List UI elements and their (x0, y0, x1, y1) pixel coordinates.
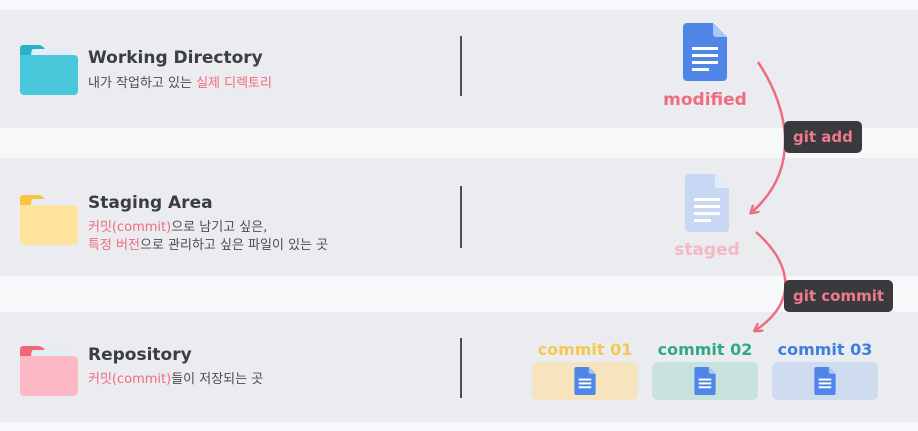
description-line: 커밋(commit)으로 남기고 싶은, (88, 219, 328, 237)
working-directory-title: Working Directory (88, 48, 263, 68)
staging-area-description: 커밋(commit)으로 남기고 싶은,특정 버전으로 관리하고 싶은 파일이 … (88, 219, 328, 255)
working-directory-band (0, 10, 918, 128)
divider (460, 186, 462, 248)
highlighted-text: 특정 버전 (88, 238, 140, 253)
highlighted-text: 실제 디렉토리 (196, 76, 272, 91)
description-line: 특정 버전으로 관리하고 싶은 파일이 있는 곳 (88, 237, 328, 255)
modified-label: modified (663, 90, 747, 110)
repository-band (0, 312, 918, 422)
repository-description: 커밋(commit)들이 저장되는 곳 (88, 371, 263, 389)
commit-01-label: commit 01 (537, 340, 633, 359)
divider (460, 36, 462, 96)
document-staged-icon (685, 174, 729, 232)
commit-02-document-icon (694, 367, 716, 395)
folder-cyan-icon (20, 45, 78, 95)
description-line: 커밋(commit)들이 저장되는 곳 (88, 371, 263, 389)
staged-label: staged (674, 240, 740, 260)
description-text: 으로 관리하고 싶은 파일이 있는 곳 (139, 238, 329, 253)
commit-03-document-icon (814, 367, 836, 395)
description-text: 들이 저장되는 곳 (171, 372, 264, 387)
document-modified-icon (683, 23, 727, 81)
folder-pink-icon (20, 346, 78, 396)
description-line: 내가 작업하고 있는 실제 디렉토리 (88, 75, 272, 93)
git-commit-label: git commit (784, 280, 894, 312)
git-commit-arrow (756, 231, 787, 330)
git-add-arrow (752, 61, 787, 212)
description-text: 내가 작업하고 있는 (88, 76, 197, 91)
staging-area-band (0, 158, 918, 276)
commit-03-label: commit 03 (777, 340, 873, 359)
divider (460, 338, 462, 398)
staging-area-title: Staging Area (88, 193, 213, 213)
commit-01-document-icon (574, 367, 596, 395)
repository-title: Repository (88, 345, 192, 365)
description-text: 으로 남기고 싶은, (171, 220, 268, 235)
git-add-label: git add (784, 121, 862, 153)
highlighted-text: 커밋(commit) (88, 372, 172, 387)
commit-02-label: commit 02 (657, 340, 753, 359)
highlighted-text: 커밋(commit) (88, 220, 172, 235)
working-directory-description: 내가 작업하고 있는 실제 디렉토리 (88, 75, 272, 93)
folder-yellow-icon (20, 195, 78, 245)
